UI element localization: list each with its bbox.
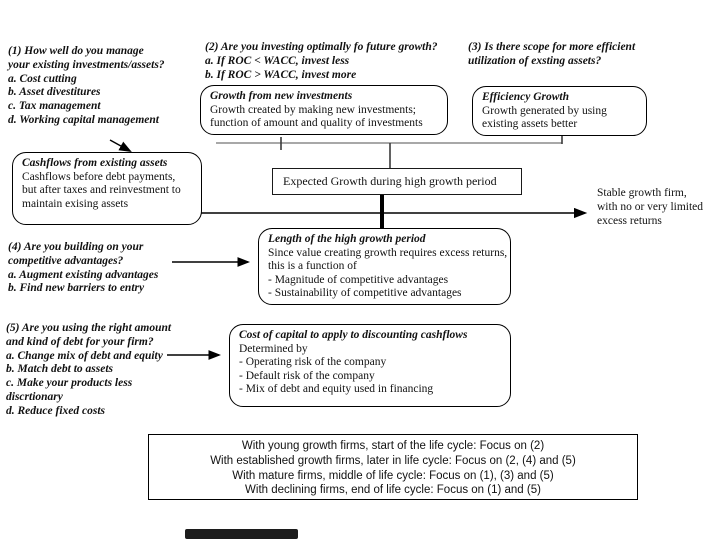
text-line: b. If ROC > WACC, invest more — [205, 68, 357, 81]
annotation-question-1: (1) How well do you manage your existing… — [8, 45, 165, 128]
text-line: with no or very limited — [597, 200, 704, 213]
text-line: d. Working capital management — [8, 113, 160, 126]
text-line: b. Asset divestitures — [8, 86, 101, 99]
text-line: a. If ROC < WACC, invest less — [205, 54, 350, 67]
cost-of-capital-box: Cost of capital to apply to discounting … — [229, 324, 511, 407]
text-line: excess returns — [597, 214, 662, 227]
text-line: (2) Are you investing optimally fo futur… — [205, 41, 438, 53]
text-line: discrtionary — [6, 390, 63, 403]
text-line: b. Match debt to assets — [6, 363, 114, 376]
box-body-line: - Default risk of the company — [239, 369, 375, 382]
text-line: utilization of exsting assets? — [468, 54, 602, 67]
box-title: Cashflows from existing assets — [22, 157, 168, 169]
text-line: c. Tax management — [8, 100, 101, 113]
box-body: Growth generated by using existing asset… — [482, 104, 607, 131]
growth-from-new-investments-box: Growth from new investments Growth creat… — [200, 85, 448, 135]
annotation-question-5: (5) Are you using the right amount and k… — [6, 322, 171, 419]
box-body-line: this is a function of — [268, 260, 357, 273]
bottom-black-bar — [185, 529, 298, 539]
text-line: a. Cost cutting — [8, 72, 77, 85]
text-line: c. Make your products less — [6, 377, 133, 390]
annotation-question-2: (2) Are you investing optimally fo futur… — [205, 41, 437, 82]
box-body-line: - Magnitude of competitive advantages — [268, 273, 449, 286]
lifecycle-line: With mature firms, middle of life cycle:… — [232, 469, 554, 482]
text-line: (3) Is there scope for more efficient — [468, 41, 636, 53]
text-line: competitive advantages? — [8, 254, 124, 267]
lifecycle-line: With young growth firms, start of the li… — [241, 440, 545, 452]
box-body-line: Since value creating growth requires exc… — [268, 246, 508, 259]
text-line: your existing investments/assets? — [8, 58, 165, 71]
annotation-question-3: (3) Is there scope for more efficient ut… — [468, 41, 635, 69]
box-body-line: - Sustainability of competitive advantag… — [268, 287, 462, 300]
text-line: (1) How well do you manage — [8, 45, 144, 57]
text-line: (5) Are you using the right amount — [6, 322, 172, 334]
expected-growth-box: Expected Growth during high growth perio… — [272, 168, 522, 195]
text-line: Stable growth firm, — [597, 187, 687, 199]
lifecycle-focus-box: With young growth firms, start of the li… — [148, 434, 638, 500]
box-body: Growth created by making new investments… — [210, 103, 423, 130]
annotation-question-4: (4) Are you building on your competitive… — [8, 241, 158, 296]
arrow-q1-to-cashflows — [109, 139, 132, 153]
box-body-line: - Operating risk of the company — [239, 356, 387, 369]
box-body-line: Determined by — [239, 342, 308, 355]
length-of-high-growth-period-box: Length of the high growth period Since v… — [258, 228, 511, 305]
text-line: d. Reduce fixed costs — [6, 404, 106, 417]
cashflows-from-existing-assets-box: Cashflows from existing assets Cashflows… — [12, 152, 202, 225]
box-title: Cost of capital to apply to discounting … — [239, 329, 468, 341]
box-title: Length of the high growth period — [268, 233, 426, 245]
lifecycle-line: With established growth firms, later in … — [210, 454, 576, 467]
text-line: and kind of debt for your firm? — [6, 335, 154, 348]
box-title: Efficiency Growth — [482, 91, 569, 103]
text-line: b. Find new barriers to entry — [8, 282, 145, 295]
text-line: a. Change mix of debt and equity — [6, 349, 163, 362]
box-label: Expected Growth during high growth perio… — [283, 174, 497, 188]
box-title: Growth from new investments — [210, 90, 353, 102]
box-body-line: - Mix of debt and equity used in financi… — [239, 383, 434, 396]
text-line: (4) Are you building on your — [8, 241, 144, 253]
text-line: a. Augment existing advantages — [8, 268, 159, 281]
lifecycle-line: With declining firms, end of life cycle:… — [245, 484, 541, 497]
efficiency-growth-box: Efficiency Growth Growth generated by us… — [472, 86, 647, 136]
box-body: Cashflows before debt payments, but afte… — [22, 170, 181, 210]
stable-growth-label: Stable growth firm, with no or very limi… — [597, 187, 703, 228]
